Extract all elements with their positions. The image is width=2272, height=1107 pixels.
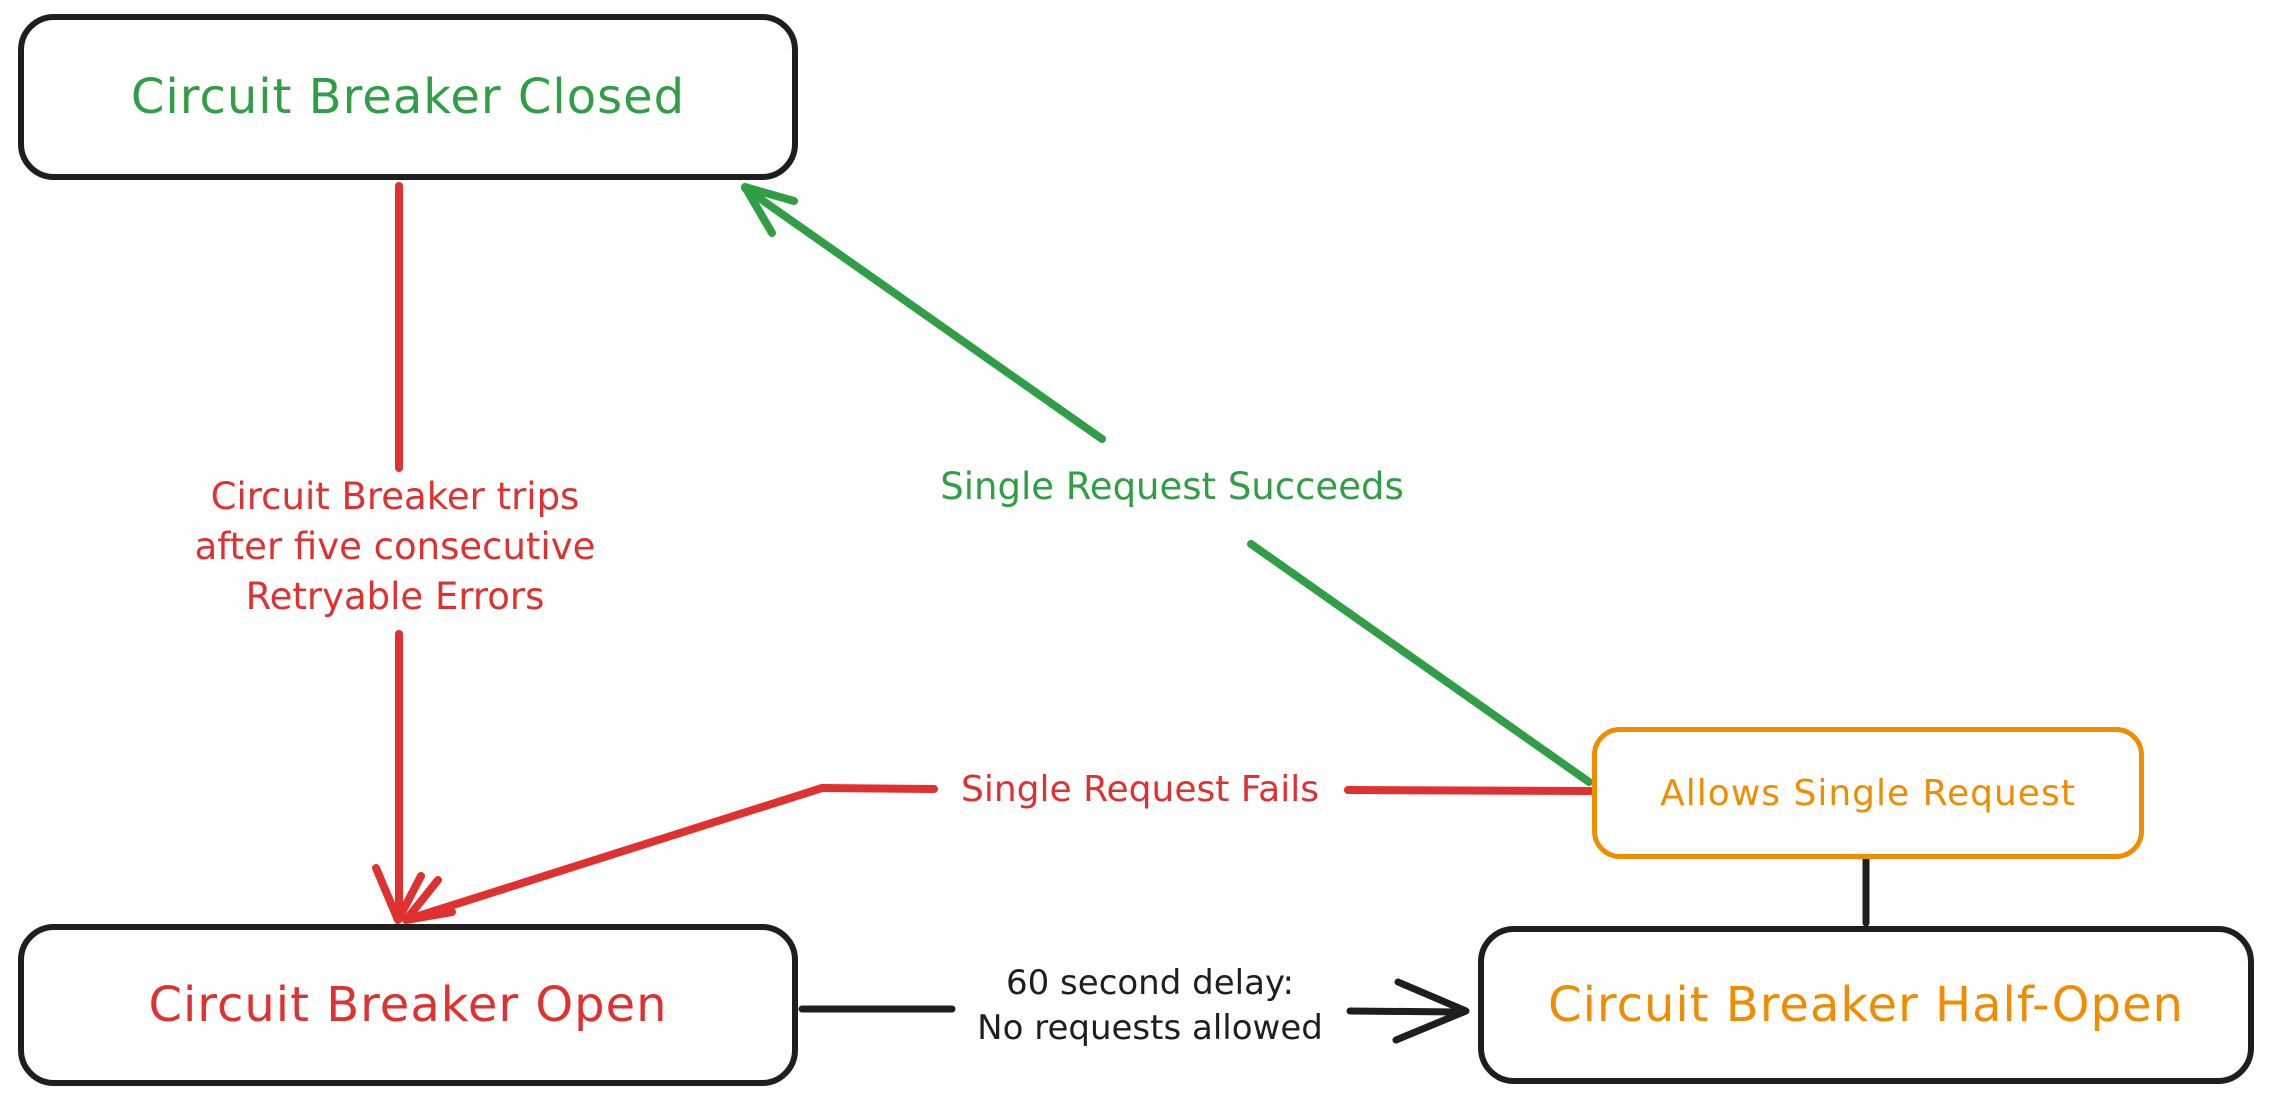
edge-label-single-request-succeeds: Single Request Succeeds (940, 465, 1404, 508)
edge-succeeds-line-lower (1247, 540, 1593, 786)
edge-fails-line-left (818, 784, 938, 793)
edge-label-delay: 60 second delay: No requests allowed (935, 961, 1365, 1051)
edge-label-delay-line-1: 60 second delay: (1005, 963, 1295, 1003)
edge-label-trip-line-3: Retryable Errors (245, 575, 545, 618)
edge-label-trip-line-1: Circuit Breaker trips (210, 475, 580, 518)
node-circuit-breaker-closed: Circuit Breaker Closed (18, 14, 798, 180)
edge-label-delay-line-2: No requests allowed (977, 1008, 1323, 1048)
edge-label-trip-line-2: after five consecutive (194, 525, 596, 568)
node-circuit-breaker-closed-label: Circuit Breaker Closed (130, 69, 686, 125)
edge-fails-line-diagonal (408, 784, 826, 922)
node-circuit-breaker-half-open: Circuit Breaker Half-Open (1478, 926, 2254, 1084)
edge-succeeds-line-upper (741, 184, 1106, 443)
node-allows-single-request: Allows Single Request (1592, 727, 2144, 859)
edge-succeeds-arrowhead (741, 183, 798, 237)
node-circuit-breaker-half-open-label: Circuit Breaker Half-Open (1548, 977, 2184, 1033)
edge-fails-line-right (1344, 786, 1594, 795)
node-circuit-breaker-open: Circuit Breaker Open (18, 924, 798, 1086)
edge-delay-arrowhead (1392, 978, 1470, 1044)
edge-fails-arrowhead (402, 876, 456, 924)
edge-trip-arrowhead (372, 864, 425, 924)
node-allows-single-request-label: Allows Single Request (1660, 772, 2076, 814)
edge-label-single-request-fails: Single Request Fails (960, 769, 1319, 810)
node-circuit-breaker-open-label: Circuit Breaker Open (148, 977, 668, 1033)
edge-label-trip: Circuit Breaker trips after five consecu… (145, 472, 645, 622)
edge-delay-line-right (1346, 1007, 1462, 1016)
